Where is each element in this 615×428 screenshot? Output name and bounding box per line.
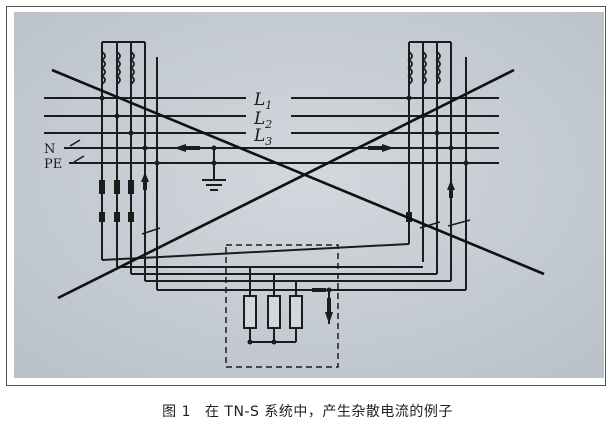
- fuse-left-3: [128, 180, 134, 194]
- arrow-up-left-pe: [141, 172, 149, 182]
- arrow-right-n: [382, 144, 394, 152]
- resistor-3: [289, 295, 303, 329]
- coil-right-1: [407, 51, 413, 85]
- junction: [463, 160, 469, 166]
- junction: [142, 145, 148, 151]
- label-l3: L3: [253, 126, 272, 148]
- arrow-right-n-tail: [368, 146, 382, 150]
- cross-line-1: [51, 68, 545, 276]
- fuse-left-6: [128, 212, 134, 222]
- junction: [154, 160, 160, 166]
- junction: [99, 95, 105, 101]
- breaker-right-pe-2: [419, 221, 441, 229]
- junction: [406, 95, 412, 101]
- junction: [434, 130, 440, 136]
- coil-left-2: [115, 51, 121, 85]
- arrow-down-load: [325, 312, 333, 324]
- junction: [326, 287, 332, 293]
- coil-right-2: [421, 51, 427, 85]
- breaker-right-pe: [447, 219, 471, 227]
- figure-caption: 图 1 在 TN-S 系统中，产生杂散电流的例子: [0, 401, 615, 421]
- fuse-left-2: [114, 180, 120, 194]
- coil-right-3: [435, 51, 441, 85]
- junction: [448, 145, 454, 151]
- resistor-2: [267, 295, 281, 329]
- breaker-left-pe: [141, 227, 161, 235]
- arrow-up-left-pe-tail: [143, 182, 147, 190]
- coil-left-3: [129, 51, 135, 85]
- arrow-down-load-tail: [327, 298, 331, 312]
- arrow-left-n-tail: [186, 146, 200, 150]
- fuse-left-5: [114, 212, 120, 222]
- cross-line-2: [57, 68, 515, 300]
- arrow-up-right-pe: [447, 180, 455, 190]
- tn-s-wiring-diagram: L1 L2 L3 N PE: [14, 12, 604, 378]
- label-l1: L1: [253, 90, 272, 112]
- junction: [128, 130, 134, 136]
- figure-caption-text: 在 TN-S 系统中，产生杂散电流的例子: [204, 404, 453, 420]
- fuse-left-1: [99, 180, 105, 194]
- load-enclosure: [225, 244, 339, 368]
- junction: [247, 339, 253, 345]
- figure-number: 图 1: [162, 404, 191, 420]
- junction: [271, 339, 277, 345]
- label-n: N: [44, 142, 55, 157]
- coil-left-1: [100, 51, 106, 85]
- n-terminal: [69, 139, 81, 147]
- arrow-left-n: [174, 144, 186, 152]
- feeder-1: [101, 243, 410, 261]
- fuse-left-4: [99, 212, 105, 222]
- arrow-up-right-pe-tail: [449, 190, 453, 198]
- label-l2: L2: [253, 109, 272, 131]
- pe-terminal: [73, 155, 85, 163]
- junction: [114, 113, 120, 119]
- arrow-left-feeder: [312, 288, 326, 292]
- label-pe: PE: [44, 157, 62, 172]
- resistor-1: [243, 295, 257, 329]
